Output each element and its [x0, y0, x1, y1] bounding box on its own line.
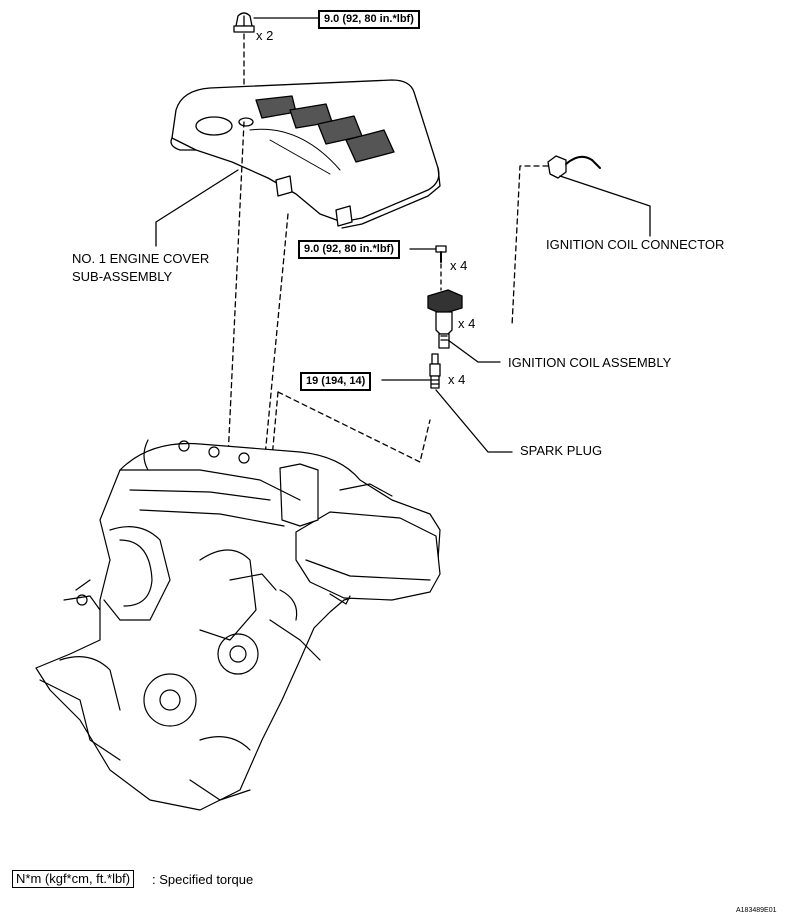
- legend-unit-box: N*m (kgf*cm, ft.*lbf): [12, 870, 135, 888]
- ignition-coil-assembly: [427, 289, 463, 349]
- engine-cover-dashed-guide-a: [261, 213, 289, 489]
- engine-assembly: [35, 439, 441, 811]
- ignition-coil-connector-dashed-guide: [511, 165, 549, 327]
- engine-cover-leader: [155, 169, 239, 247]
- coil-quantity: x 4: [458, 316, 476, 331]
- spark-plug-torque-box: 19 (194, 14): [300, 372, 372, 391]
- coil-bolt-quantity: x 4: [450, 258, 468, 273]
- legend-description: : Specified torque: [152, 872, 254, 887]
- spark-plug-leader: [435, 389, 513, 453]
- coil-bolt-torque-box: 9.0 (92, 80 in.*lbf): [298, 240, 400, 259]
- cover-nut: [233, 12, 255, 33]
- engine-cover-label-line2: SUB-ASSEMBLY: [72, 269, 173, 284]
- engine-cover-label-line1: NO. 1 ENGINE COVER: [72, 251, 210, 266]
- ignition-coil-connector-label: IGNITION COIL CONNECTOR: [546, 237, 725, 252]
- ignition-coil-connector-leader: [559, 175, 651, 237]
- coil-bolt: [435, 245, 447, 263]
- spark-plug-quantity: x 4: [448, 372, 466, 387]
- cover-nut-quantity: x 2: [256, 28, 274, 43]
- plug-hole-dashed-outline: [277, 391, 431, 463]
- ignition-coil-connector: [547, 155, 601, 179]
- ignition-coil-assembly-label: IGNITION COIL ASSEMBLY: [508, 355, 672, 370]
- figure-id: A183489E01: [736, 907, 777, 914]
- ignition-coil-assembly-leader: [447, 339, 501, 363]
- spark-plug-label: SPARK PLUG: [520, 443, 603, 458]
- spark-plug-part: [429, 353, 441, 389]
- engine-cover: [170, 79, 441, 229]
- engine-cover-dashed-guide-b: [225, 121, 245, 501]
- cover-nut-torque-box: 9.0 (92, 80 in.*lbf): [318, 10, 420, 29]
